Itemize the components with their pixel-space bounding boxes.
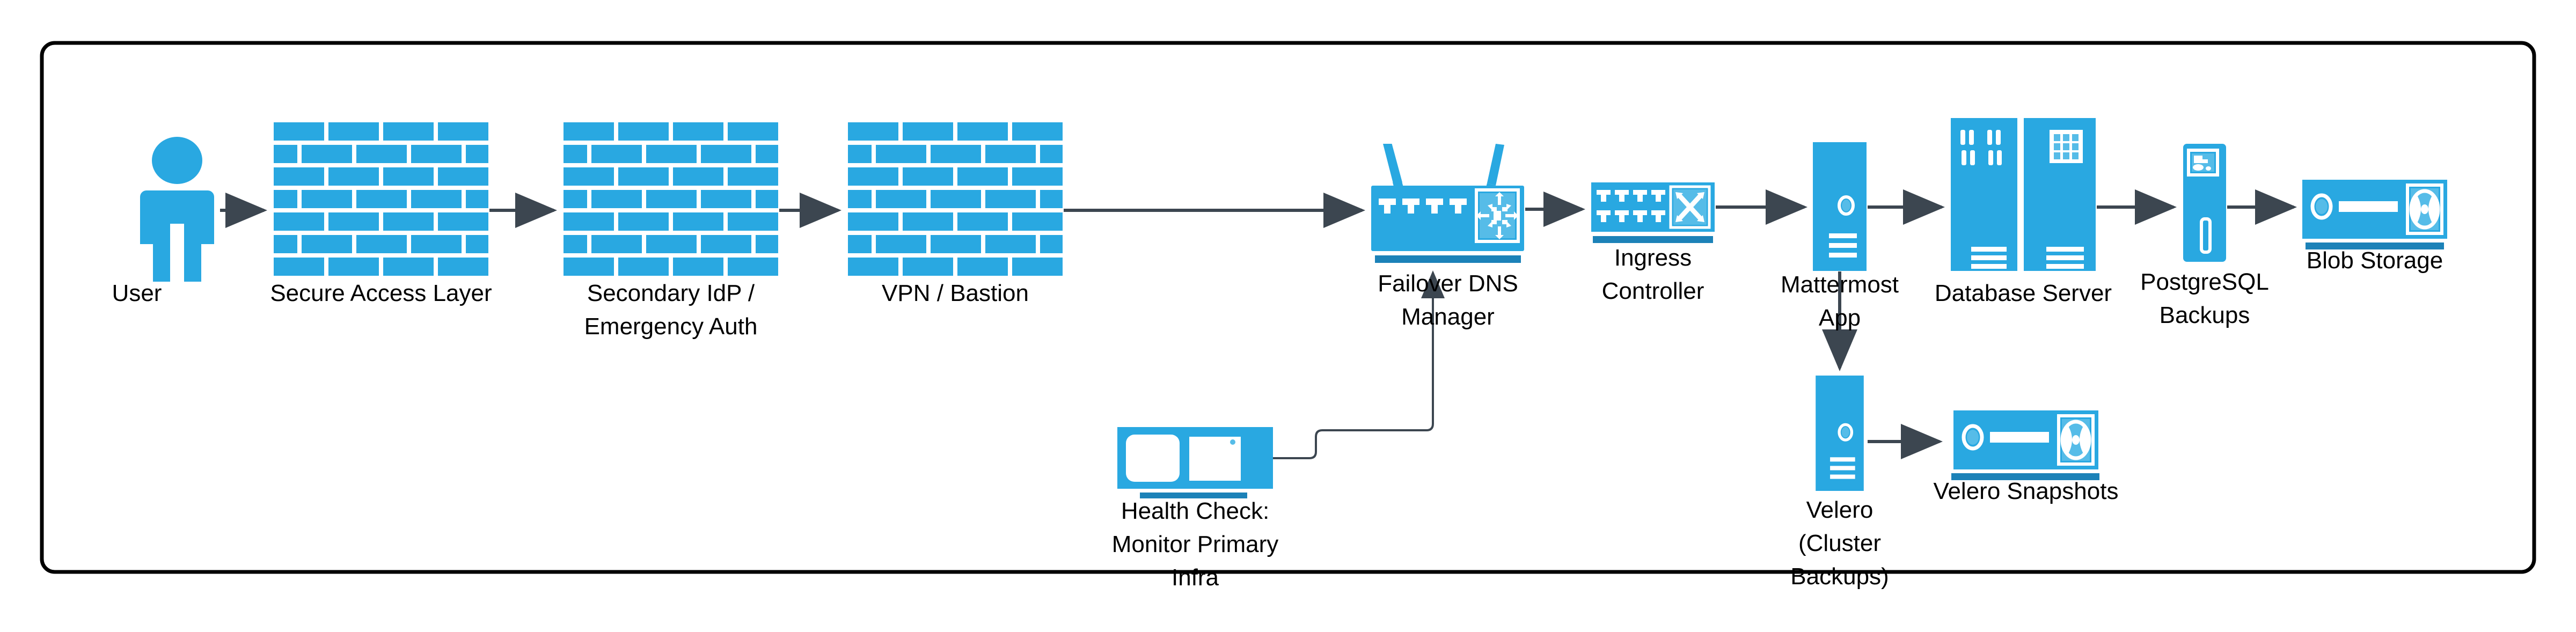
blob-storage-icon — [1953, 410, 2098, 469]
wireless-router-icon — [1371, 143, 1524, 251]
node-label-blob-storage: Blob Storage — [2306, 247, 2443, 274]
diagram-outer-border — [40, 41, 2536, 574]
node-underbar — [1593, 236, 1713, 243]
database-rack-icon — [1951, 118, 2096, 271]
node-label-pg-backups: PostgreSQL Backups — [2140, 269, 2269, 328]
node-label-vpn-bastion: VPN / Bastion — [882, 280, 1029, 306]
firewall-brick-icon — [564, 122, 778, 276]
node-label-mattermost: Mattermost App — [1780, 271, 1899, 331]
blob-storage-icon — [2302, 180, 2447, 239]
node-label-velero: Velero (Cluster Backups) — [1790, 497, 1889, 590]
node-label-user: User — [112, 280, 162, 306]
app-server-tower-icon — [1816, 376, 1864, 491]
user-person-icon — [140, 137, 214, 282]
node-label-failover-dns: Failover DNS Manager — [1378, 270, 1518, 330]
node-underbar — [1951, 473, 2099, 480]
edge-health-check-to-failover-dns — [1273, 270, 1445, 459]
firewall-brick-icon — [274, 122, 488, 276]
node-label-health-check: Health Check: Monitor Primary Infra — [1111, 498, 1279, 591]
network-switch-icon — [1591, 182, 1715, 232]
app-server-tower-icon — [1813, 142, 1867, 271]
node-label-secondary-idp: Secondary IdP / Emergency Auth — [584, 280, 758, 340]
connector-group — [220, 189, 2297, 459]
node-label-velero-snapshots: Velero Snapshots — [1933, 478, 2119, 504]
monitor-tablet-icon — [1117, 427, 1273, 489]
node-label-database: Database Server — [1934, 280, 2112, 306]
node-label-secure-access: Secure Access Layer — [270, 280, 492, 306]
node-label-ingress: Ingress Controller — [1601, 245, 1704, 304]
node-underbar — [2306, 242, 2444, 249]
node-underbar — [1140, 493, 1247, 498]
node-underbar — [1375, 255, 1521, 263]
node-underbar-group — [1140, 236, 2444, 498]
firewall-brick-icon — [848, 122, 1063, 276]
backup-tower-icon — [2183, 144, 2226, 262]
